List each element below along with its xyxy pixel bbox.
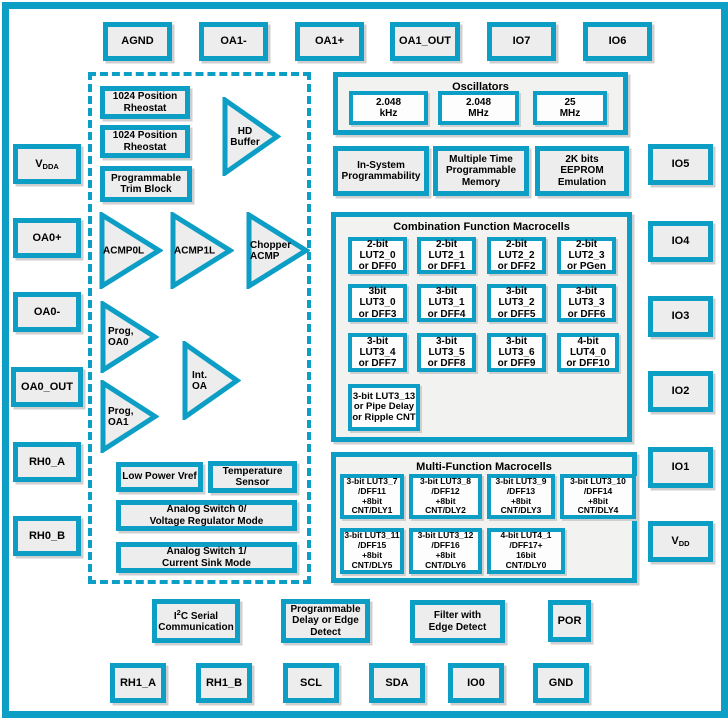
pin-oa1-minus: OA1- <box>199 22 268 61</box>
chopper-acmp-comparator: Chopper ACMP <box>246 212 310 289</box>
cfm-lut3-3: 3-bit LUT3_3 or DFF6 <box>557 284 616 322</box>
pin-io5: IO5 <box>648 144 713 185</box>
pin-io7: IO7 <box>487 22 556 61</box>
prog-oa1-amp: Prog, OA1 <box>100 380 159 453</box>
mfm-title: Multi-Function Macrocells <box>416 461 552 473</box>
filter-with-edge-detect-block: Filter with Edge Detect <box>410 600 505 643</box>
mfm-lut3-7: 3-bit LUT3_7 /DFF11 +8bit CNT/DLY1 <box>340 474 404 519</box>
i2c-serial-communication-block: I2C Serial Communication <box>152 599 240 643</box>
mfm-lut3-8: 3-bit LUT3_8 /DFF12 +8bit CNT/DLY2 <box>409 474 482 519</box>
pin-io4: IO4 <box>648 221 713 262</box>
mfm-lut3-12: 3-bit LUT3_12 /DFF16 +8bit CNT/DLY6 <box>409 528 482 574</box>
pin-oa0-minus: OA0- <box>13 292 81 332</box>
pin-oa1-out: OA1_OUT <box>390 22 460 61</box>
pin-rh1-b: RH1_B <box>196 663 252 703</box>
pin-vdda: VDDA <box>13 144 81 184</box>
pin-oa1-plus: OA1+ <box>295 22 364 61</box>
cfm-lut3-2: 3-bit LUT3_2 or DFF5 <box>487 284 546 322</box>
pin-io2: IO2 <box>648 371 713 412</box>
cfm-lut3-6: 3-bit LUT3_6 or DFF9 <box>487 333 546 372</box>
mfm-lut3-10: 3-bit LUT3_10 /DFF14 +8bit CNT/DLY4 <box>560 474 636 519</box>
oscillators-title: Oscillators <box>452 81 509 93</box>
cfm-lut3-13: 3-bit LUT3_13 or Pipe Delay or Ripple CN… <box>348 384 420 431</box>
cfm-lut2-0: 2-bit LUT2_0 or DFF0 <box>348 237 407 274</box>
programmable-delay-edge-detect-block: Programmable Delay or Edge Detect <box>281 599 370 643</box>
cfm-lut2-3: 2-bit LUT2_3 or PGen <box>557 237 616 274</box>
programmable-trim-block: Programmable Trim Block <box>100 166 192 202</box>
pin-gnd: GND <box>533 663 589 703</box>
cfm-lut4-0: 4-bit LUT4_0 or DFF10 <box>557 333 619 372</box>
mfm-lut3-11: 3-bit LUT3_11 /DFF15 +8bit CNT/DLY5 <box>340 528 404 574</box>
pin-sda: SDA <box>369 663 425 703</box>
in-system-programmability-block: In-System Programmability <box>333 146 429 196</box>
pin-rh0-a: RH0_A <box>13 442 81 482</box>
osc-2048mhz: 2.048 MHz <box>438 91 519 125</box>
pin-rh0-b: RH0_B <box>13 516 81 556</box>
low-power-vref-block: Low Power Vref <box>116 462 203 492</box>
cfm-title: Combination Function Macrocells <box>393 221 570 233</box>
eeprom-emulation-block: 2K bits EEPROM Emulation <box>535 146 629 196</box>
pin-vdd: VDD <box>648 521 713 562</box>
cfm-lut3-5: 3-bit LUT3_5 or DFF8 <box>417 333 476 372</box>
cfm-lut2-2: 2-bit LUT2_2 or DFF2 <box>487 237 546 274</box>
mfm-lut3-9: 3-bit LUT3_9 /DFF13 +8bit CNT/DLY3 <box>487 474 555 519</box>
pin-oa0-plus: OA0+ <box>13 218 81 258</box>
pin-io6: IO6 <box>583 22 652 61</box>
pin-oa0-out: OA0_OUT <box>11 367 83 407</box>
rheostat-block-1: 1024 Position Rheostat <box>100 86 190 119</box>
pin-scl: SCL <box>283 663 339 703</box>
pin-io1: IO1 <box>648 447 713 488</box>
por-block: POR <box>548 600 591 642</box>
cfm-lut3-1: 3-bit LUT3_1 or DFF4 <box>417 284 476 322</box>
prog-oa0-amp: Prog, OA0 <box>100 301 159 373</box>
acmp1l-comparator: ACMP1L <box>170 212 234 289</box>
multi-function-macrocells-section: Multi-Function Macrocells 3-bit LUT3_7 /… <box>331 452 637 583</box>
combination-function-macrocells-section: Combination Function Macrocells 2-bit LU… <box>331 212 632 442</box>
multiple-time-programmable-memory-block: Multiple Time Programmable Memory <box>433 146 529 196</box>
temperature-sensor-block: Temperature Sensor <box>208 461 297 493</box>
mfm-lut4-1: 4-bit LUT4_1 /DFF17+ 16bit CNT/DLY0 <box>487 528 565 574</box>
analog-switch-0-block: Analog Switch 0/ Voltage Regulator Mode <box>116 500 297 531</box>
osc-2048khz: 2.048 kHz <box>349 91 428 125</box>
pin-agnd: AGND <box>103 22 172 61</box>
cfm-lut3-0: 3bit LUT3_0 or DFF3 <box>348 284 407 322</box>
int-oa-amp: Int. OA <box>182 341 241 420</box>
rheostat-block-2: 1024 Position Rheostat <box>100 125 190 158</box>
pin-rh1-a: RH1_A <box>110 663 166 703</box>
cfm-lut3-4: 3-bit LUT3_4 or DFF7 <box>348 333 407 372</box>
osc-25mhz: 25 MHz <box>533 91 607 125</box>
pin-io3: IO3 <box>648 296 713 337</box>
pin-io0: IO0 <box>448 663 504 703</box>
acmp0l-comparator: ACMP0L <box>99 212 163 289</box>
cfm-lut2-1: 2-bit LUT2_1 or DFF1 <box>417 237 476 274</box>
hd-buffer-amp: HD Buffer <box>222 97 281 176</box>
analog-switch-1-block: Analog Switch 1/ Current Sink Mode <box>116 542 297 573</box>
oscillators-section: Oscillators 2.048 kHz 2.048 MHz 25 MHz <box>333 72 628 135</box>
